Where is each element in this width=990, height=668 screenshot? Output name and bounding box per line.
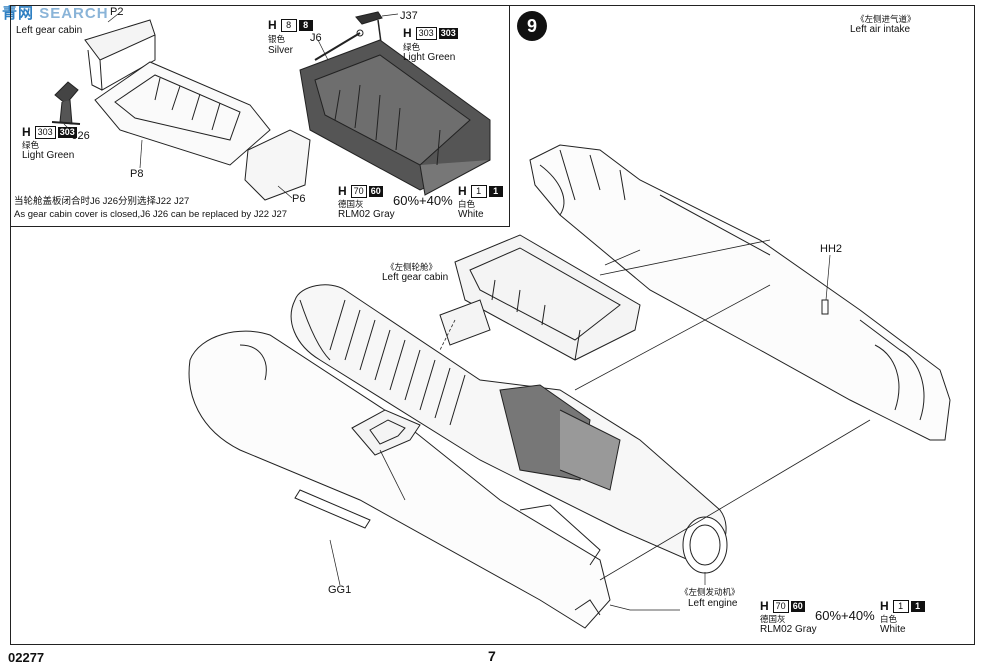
paint-code-light-green-j37: H 303 303 xyxy=(403,26,458,40)
cover-plate-drawing xyxy=(439,299,491,346)
paint-code-gray-inset: H 70 60 xyxy=(338,184,383,198)
part-p6-drawing xyxy=(244,129,311,201)
label-left-engine-cn: 《左侧发动机》 xyxy=(680,587,740,597)
label-left-air-intake-cn: 《左侧进气道》 xyxy=(856,14,916,24)
paint-light-green-j37-cn: 绿色 xyxy=(403,42,421,52)
paint-code-white-main: H 1 1 xyxy=(880,599,925,613)
label-p8: P8 xyxy=(130,168,144,180)
paint-white-main-en: White xyxy=(880,624,906,635)
label-p2: P2 xyxy=(110,6,124,18)
paint-code-silver: H 8 8 xyxy=(268,18,313,32)
paint-white-main-cn: 白色 xyxy=(880,614,898,624)
page-frame xyxy=(10,5,975,645)
paint-gray-main-cn: 德国灰 xyxy=(760,614,786,624)
paint-light-green-j26-en: Light Green xyxy=(22,150,75,161)
gg1-fuselage-half-drawing xyxy=(188,330,611,629)
paint-gray-inset-en: RLM02 Gray xyxy=(338,209,395,220)
label-hh2: HH2 xyxy=(820,243,843,255)
gear-cabin-assembled-drawing xyxy=(299,39,491,196)
note-en: As gear cabin cover is closed,J6 J26 can… xyxy=(14,209,288,220)
inset-leader-lines xyxy=(63,13,399,199)
paint-white-inset-cn: 白色 xyxy=(458,199,476,209)
part-j26-drawing xyxy=(51,81,81,125)
inset-panel xyxy=(10,5,510,227)
mix-ratio-inset: 60%+40% xyxy=(393,193,453,208)
paint-silver-en: Silver xyxy=(268,45,294,56)
label-left-air-intake-en: Left air intake xyxy=(850,24,911,35)
paint-gray-main-en: RLM02 Gray xyxy=(760,624,817,635)
paint-silver-cn: 银色 xyxy=(268,34,286,44)
label-j37: J37 xyxy=(400,10,418,22)
paint-code-white-inset: H 1 1 xyxy=(458,184,503,198)
label-left-gear-cabin-en: Left gear cabin xyxy=(382,272,449,283)
label-gg1: GG1 xyxy=(328,584,352,596)
product-code: 02277 xyxy=(8,650,45,665)
label-left-engine-en: Left engine xyxy=(688,598,738,609)
left-gear-cabin-drawing xyxy=(454,234,641,361)
watermark: 青网 SEARCH xyxy=(2,5,109,22)
step-number-badge: 9 xyxy=(517,11,547,41)
part-p2-drawing xyxy=(84,19,156,91)
paint-light-green-j26-cn: 绿色 xyxy=(22,140,40,150)
label-left-gear-cabin-cn: 《左侧轮舱》 xyxy=(386,262,438,272)
left-engine-drawing xyxy=(290,284,728,574)
part-plate-drawing xyxy=(351,409,421,456)
paint-white-inset-en: White xyxy=(458,209,484,220)
mix-ratio-main: 60%+40% xyxy=(815,608,875,623)
paint-code-light-green-j26: H 303 303 xyxy=(22,125,77,139)
note-cn: 当轮舱盖板闭合时J6 J26分别选择J22 J27 xyxy=(14,196,190,207)
paint-code-gray-main: H 70 60 xyxy=(760,599,805,613)
main-leader-lines xyxy=(329,254,831,586)
part-p8-drawing xyxy=(94,61,271,166)
page-number: 7 xyxy=(488,648,496,664)
paint-light-green-j37-en: Light Green xyxy=(403,52,456,63)
label-left-gear-cabin-partial: Left gear cabin xyxy=(16,25,83,36)
label-j6: J6 xyxy=(310,32,322,44)
paint-gray-inset-cn: 德国灰 xyxy=(338,199,364,209)
label-p6: P6 xyxy=(292,193,306,205)
left-air-intake-drawing xyxy=(529,144,951,441)
guide-lines xyxy=(379,239,871,611)
part-j6-drawing xyxy=(314,29,364,61)
